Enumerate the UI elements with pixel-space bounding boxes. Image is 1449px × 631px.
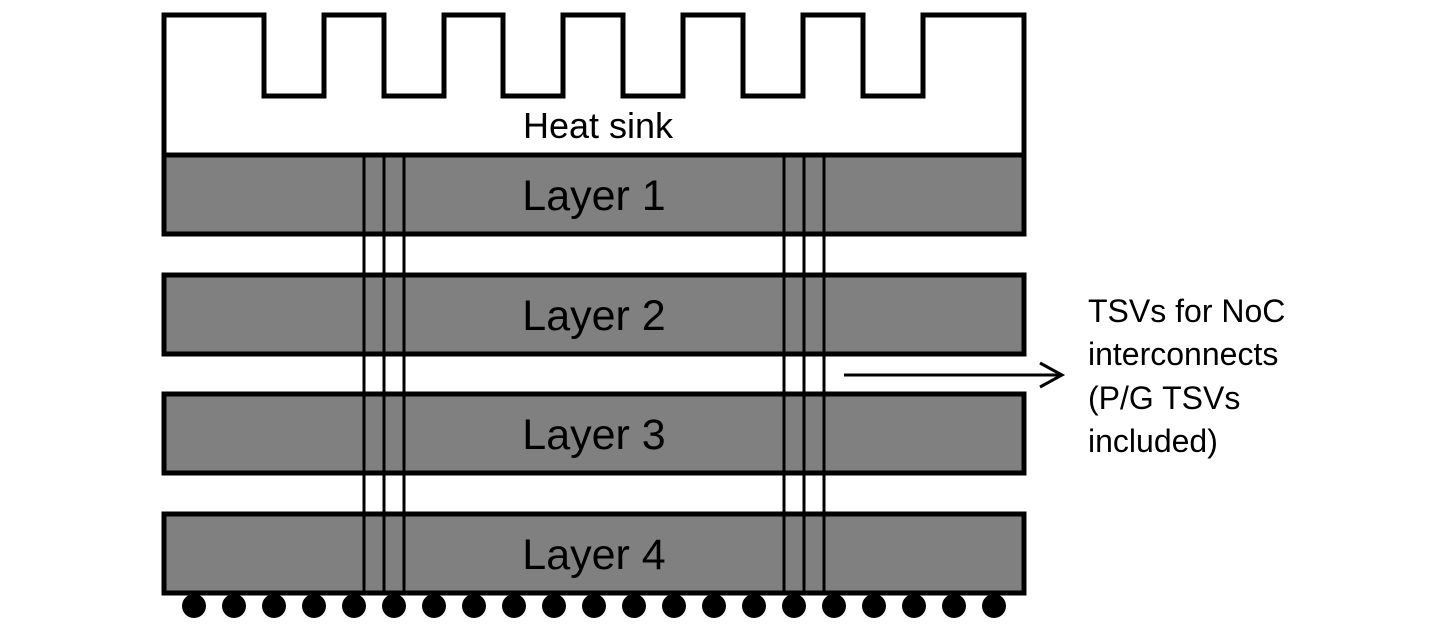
solder-ball	[862, 594, 886, 618]
solder-ball	[542, 594, 566, 618]
solder-ball	[462, 594, 486, 618]
solder-ball	[582, 594, 606, 618]
annotation-line-1: TSVs for NoC	[1088, 293, 1285, 329]
solder-ball	[702, 594, 726, 618]
solder-ball-row	[182, 594, 1006, 618]
solder-ball	[822, 594, 846, 618]
tsv-column-right	[782, 155, 826, 593]
annotation-line-3: (P/G TSVs	[1088, 380, 1240, 416]
tsv-arrow	[844, 361, 1066, 389]
heat-sink-label: Heat sink	[523, 105, 674, 146]
annotation-line-4: included)	[1088, 423, 1218, 459]
solder-ball	[902, 594, 926, 618]
solder-ball	[622, 594, 646, 618]
solder-ball	[302, 594, 326, 618]
layer-3-label: Layer 3	[522, 411, 665, 459]
solder-ball	[182, 594, 206, 618]
solder-ball	[422, 594, 446, 618]
solder-ball	[262, 594, 286, 618]
layer-4-label: Layer 4	[522, 531, 665, 579]
layer-4-block	[161, 511, 1027, 596]
solder-ball	[502, 594, 526, 618]
solder-ball	[782, 594, 806, 618]
solder-ball	[342, 594, 366, 618]
tsv-column-left	[362, 155, 406, 593]
solder-ball	[742, 594, 766, 618]
heat-sink	[161, 12, 1027, 158]
solder-ball	[942, 594, 966, 618]
layer-1-label: Layer 1	[522, 172, 665, 220]
solder-ball	[982, 594, 1006, 618]
annotation-line-2: interconnects	[1088, 336, 1278, 372]
solder-ball	[382, 594, 406, 618]
solder-ball	[662, 594, 686, 618]
solder-ball	[222, 594, 246, 618]
layer-2-label: Layer 2	[522, 292, 665, 340]
layer-3-block	[161, 391, 1027, 476]
